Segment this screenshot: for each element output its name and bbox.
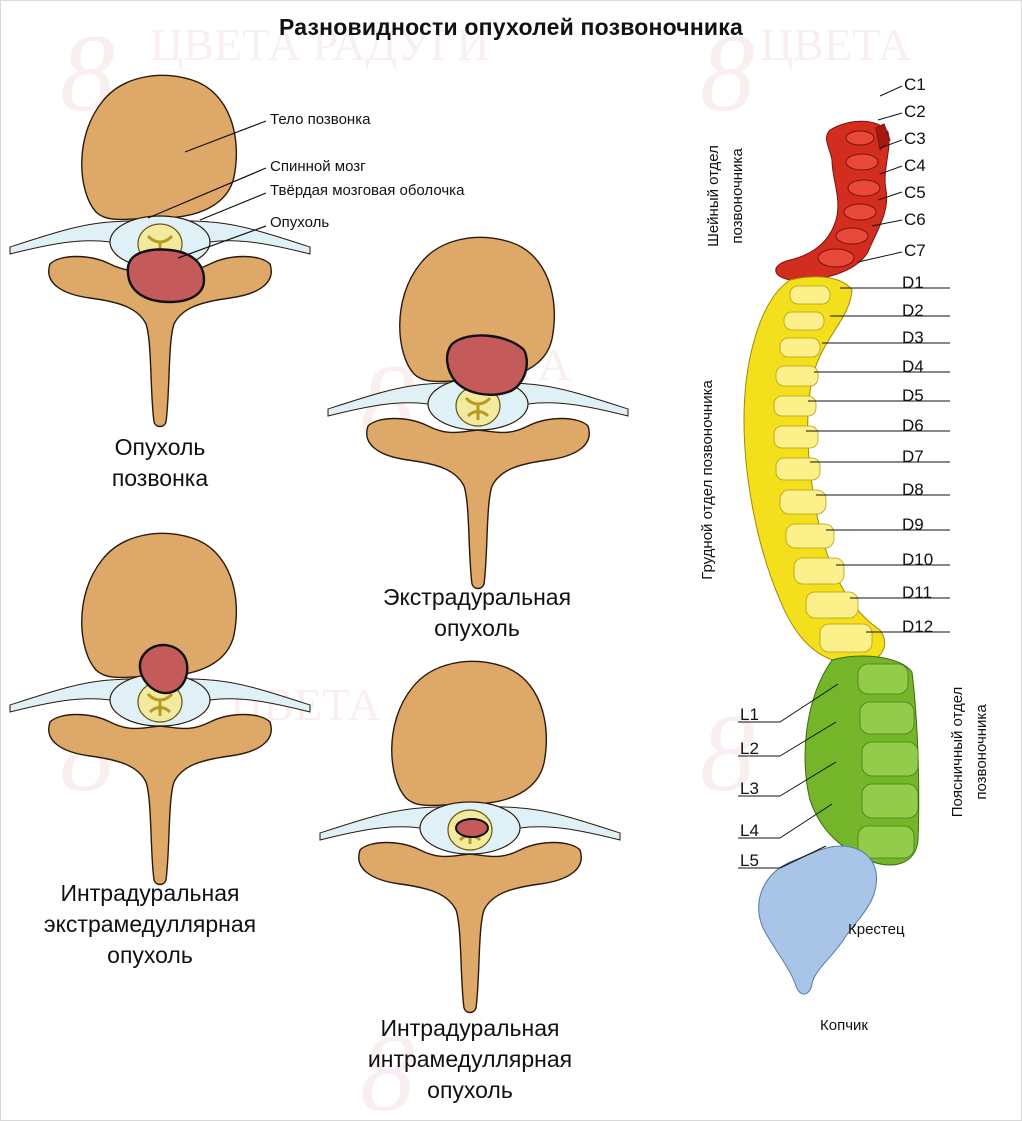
segment-d2: D2 — [902, 301, 924, 320]
segment-l3: L3 — [740, 779, 759, 798]
segment-l5: L5 — [740, 851, 759, 870]
thoracic-vertebrae — [744, 277, 885, 664]
segment-d4: D4 — [902, 357, 924, 376]
segment-l4: L4 — [740, 821, 759, 840]
segment-d7: D7 — [902, 447, 924, 466]
cervical-vertebrae — [776, 121, 890, 280]
segment-c5: C5 — [904, 183, 926, 202]
segment-l2: L2 — [740, 739, 759, 758]
label-coccyx: Копчик — [820, 1017, 868, 1034]
lumbar-vertebrae — [805, 656, 919, 865]
label-thoracic-region: Грудной отдел позвоночника — [699, 380, 716, 580]
label-cervical-region-1: Шейный отдел — [705, 145, 722, 247]
segment-c1: C1 — [904, 75, 926, 94]
segment-c4: C4 — [904, 156, 926, 175]
segment-d10: D10 — [902, 550, 933, 569]
segment-c6: C6 — [904, 210, 926, 229]
label-lumbar-region-1: Поясничный отдел — [949, 687, 966, 818]
segment-d11: D11 — [902, 583, 932, 602]
segment-d1: D1 — [902, 273, 924, 292]
segment-d6: D6 — [902, 416, 924, 435]
segment-d9: D9 — [902, 515, 924, 534]
segment-c3: C3 — [904, 129, 926, 148]
label-lumbar-region-2: позвоночника — [973, 704, 990, 800]
segment-d8: D8 — [902, 480, 924, 499]
segment-d3: D3 — [902, 328, 924, 347]
label-cervical-region-2: позвоночника — [729, 148, 746, 244]
segment-c7: C7 — [904, 241, 926, 260]
label-sacrum: Крестец — [848, 921, 905, 938]
segment-d5: D5 — [902, 386, 924, 405]
segment-d12: D12 — [902, 617, 933, 636]
segment-c2: C2 — [904, 102, 926, 121]
segment-l1: L1 — [740, 705, 759, 724]
